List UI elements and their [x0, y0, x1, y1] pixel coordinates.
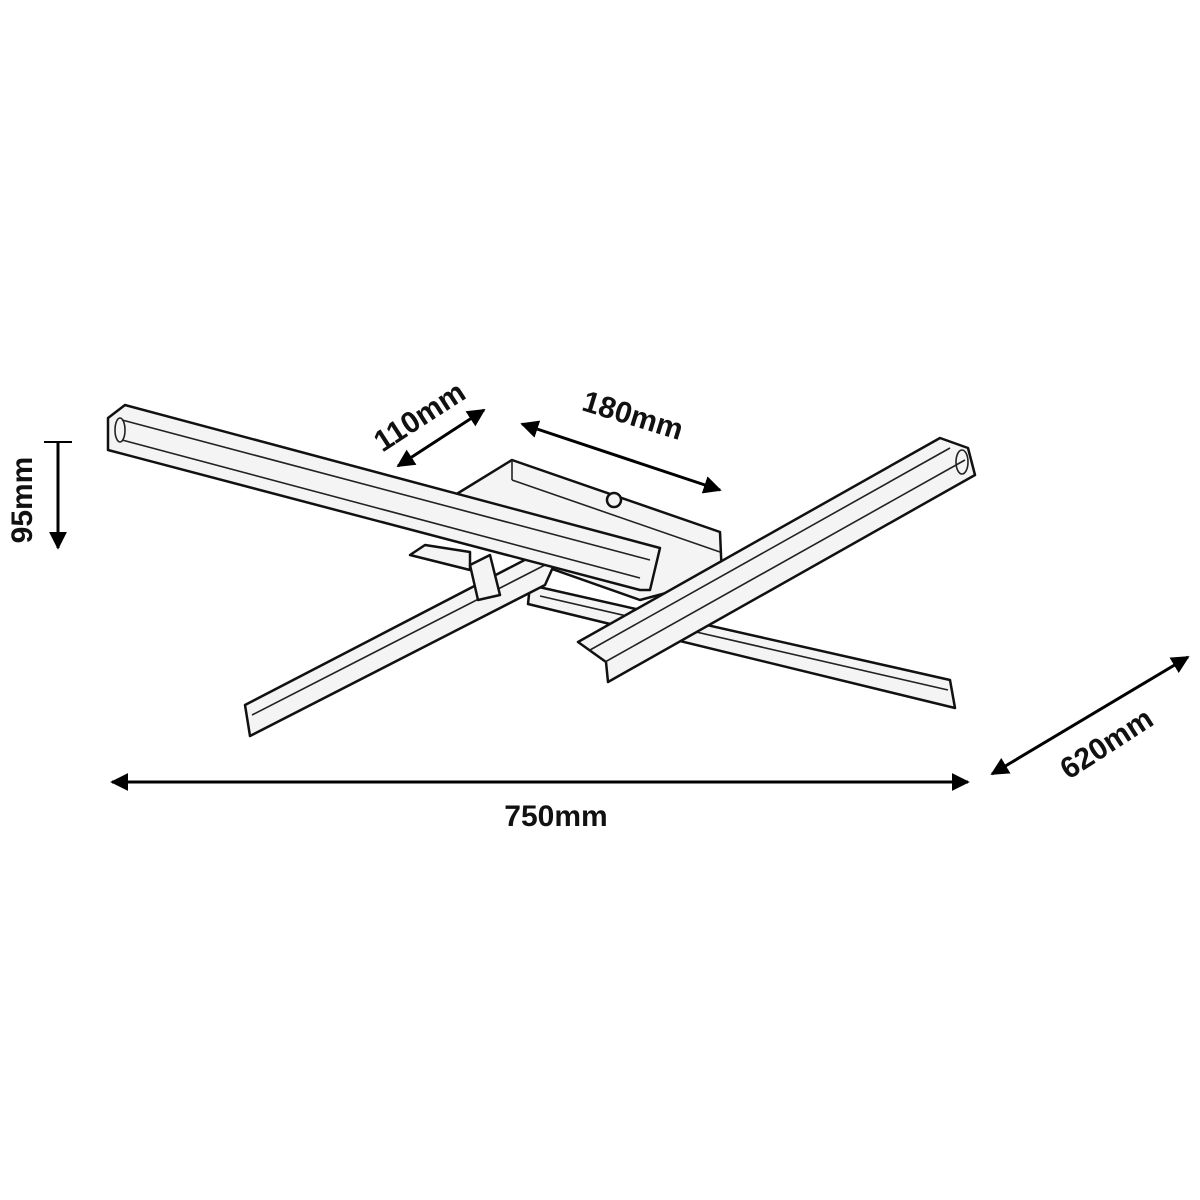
plate-depth-label: 110mm [368, 375, 471, 458]
lamp-bar-upper-right [576, 436, 977, 684]
lamp-bar-upper-left [106, 403, 662, 592]
width-label: 750mm [504, 800, 607, 833]
depth-label: 620mm [1054, 702, 1159, 786]
height-label: 95mm [6, 457, 39, 544]
plate-length-arrow [520, 420, 722, 494]
depth-dimension-arrow [990, 655, 1190, 776]
plate-depth-arrow [396, 408, 486, 468]
plate-length-label: 180mm [579, 385, 688, 447]
lamp-bar-lower-left [243, 550, 560, 738]
mounting-screw-icon [605, 491, 623, 509]
